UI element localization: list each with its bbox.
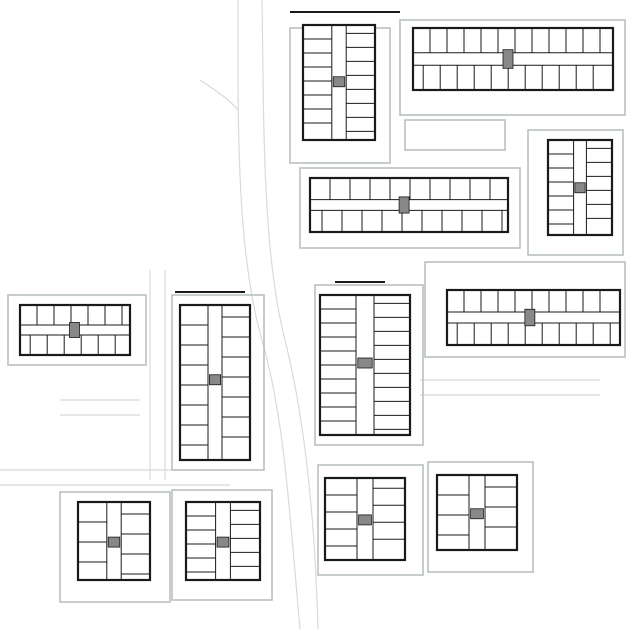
landscape-outline xyxy=(427,461,534,573)
stair-core xyxy=(470,508,484,520)
building-12 xyxy=(435,473,519,552)
stair-core xyxy=(358,514,372,526)
path-edge xyxy=(420,379,600,396)
building-6 xyxy=(178,303,252,462)
building-outline xyxy=(178,303,252,462)
landscape-outline xyxy=(171,294,265,471)
stair-core xyxy=(208,374,221,386)
building-8 xyxy=(445,288,622,347)
stair-core xyxy=(502,49,514,69)
building-4 xyxy=(546,138,614,237)
stair-core xyxy=(398,196,410,214)
building-5 xyxy=(18,303,132,357)
landscape-outline xyxy=(299,167,521,249)
building-7 xyxy=(318,293,412,437)
stair-core xyxy=(69,322,80,338)
stair-core xyxy=(107,536,121,548)
path-edge xyxy=(0,469,230,486)
landscape-outline xyxy=(171,489,273,601)
path-edge xyxy=(237,0,301,629)
stair-core xyxy=(524,308,536,327)
building-2 xyxy=(411,26,615,92)
buildings xyxy=(18,11,622,582)
landscape-outline xyxy=(404,119,506,151)
landscape-outline xyxy=(314,284,424,446)
landscape-outline xyxy=(424,261,626,358)
building-outline xyxy=(445,288,622,347)
landscape-outline xyxy=(399,19,626,116)
path-edge xyxy=(60,399,140,416)
landscape-outline xyxy=(317,464,424,576)
landscape-outlines xyxy=(7,19,626,603)
building-1 xyxy=(301,23,377,142)
stair-core xyxy=(216,536,230,548)
path-edge xyxy=(261,0,319,629)
stair-core xyxy=(332,76,346,88)
stair-core xyxy=(357,357,373,369)
stair-core xyxy=(574,182,586,194)
landscape-outline xyxy=(7,294,147,366)
building-9 xyxy=(76,500,152,582)
building-10 xyxy=(184,500,262,582)
landscape-outline xyxy=(527,129,624,256)
path-edge xyxy=(149,270,166,480)
building-11 xyxy=(323,476,407,562)
landscape-outline xyxy=(59,491,171,603)
path-edge xyxy=(199,79,239,111)
building-3 xyxy=(308,176,510,234)
